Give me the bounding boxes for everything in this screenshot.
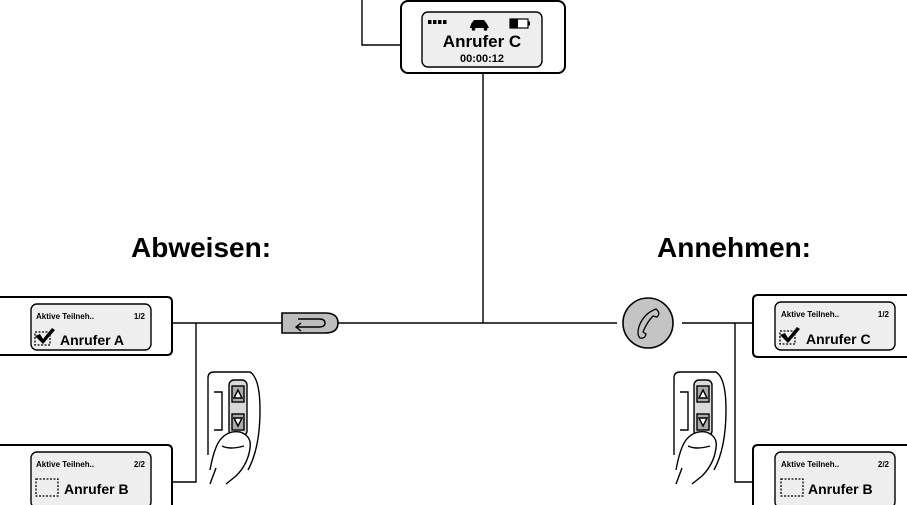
connector-lines (172, 0, 753, 483)
steering-wheel-scroll-control-icon (207, 371, 261, 485)
accept-display-1-page: 1/2 (878, 310, 890, 319)
accept-display-1-caller: Anrufer C (806, 331, 871, 347)
back-button[interactable] (281, 312, 339, 334)
accept-display-1-header: Aktive Teilneh.. (781, 310, 839, 319)
accept-display-1: Aktive Teilneh.. 1/2 Anrufer C (752, 294, 907, 358)
accept-display-2-page: 2/2 (878, 460, 890, 469)
accept-call-button[interactable] (622, 297, 674, 349)
reject-display-1-page: 1/2 (134, 312, 146, 321)
top-display-caller: Anrufer C (443, 32, 521, 51)
checkbox-checked-icon (34, 331, 51, 346)
checkbox-checked-icon (779, 330, 796, 345)
accept-display-2-caller: Anrufer B (808, 481, 873, 497)
steering-wheel-scroll-control-icon (673, 371, 727, 485)
reject-display-1-caller: Anrufer A (60, 332, 124, 348)
reject-display-2: Aktive Teilneh.. 2/2 Anrufer B (0, 444, 173, 505)
back-arrow-icon (294, 318, 326, 332)
reject-display-2-caller: Anrufer B (64, 481, 129, 497)
signal-strength-icon (428, 20, 447, 24)
checkbox-empty-icon (780, 478, 804, 497)
reject-display-2-header: Aktive Teilneh.. (36, 460, 94, 469)
connector-top-left (361, 0, 402, 46)
reject-display-1-header: Aktive Teilneh.. (36, 312, 94, 321)
accept-display-2: Aktive Teilneh.. 2/2 Anrufer B (752, 444, 907, 505)
top-display: Anrufer C 00:00:12 (400, 0, 566, 74)
reject-heading: Abweisen: (131, 232, 272, 263)
checkbox-empty-icon (35, 478, 59, 497)
reject-display-1: Aktive Teilneh.. 1/2 Anrufer A (0, 296, 173, 356)
phone-handset-icon (637, 308, 660, 339)
reject-display-2-page: 2/2 (134, 460, 146, 469)
connector-left-branch (172, 323, 197, 483)
battery-icon (509, 18, 530, 29)
car-icon (470, 20, 489, 31)
accept-display-2-header: Aktive Teilneh.. (781, 460, 839, 469)
connector-right-branch (734, 323, 753, 483)
accept-heading: Annehmen: (657, 232, 811, 263)
top-display-timer: 00:00:12 (460, 53, 504, 65)
